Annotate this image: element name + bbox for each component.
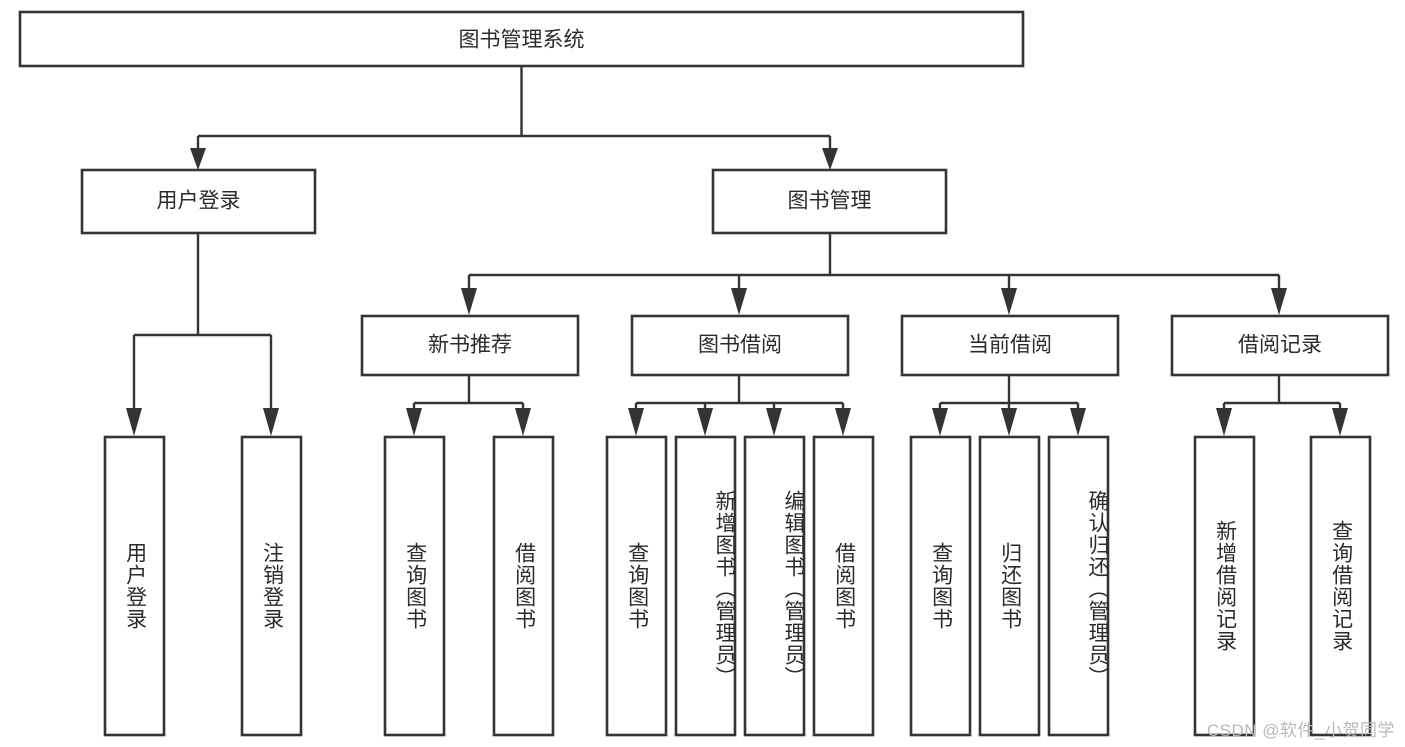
node-root[interactable]: 图书管理系统 <box>18 10 1025 68</box>
node-borrow-record[interactable]: 借阅记录 <box>1170 314 1390 377</box>
arrow-head-leaf-borrow-book-1 <box>515 408 531 436</box>
arrow-head-book-borrow <box>731 288 747 315</box>
arrow-head-leaf-logout <box>263 408 279 436</box>
arrow-head-leaf-return-book <box>1001 408 1017 436</box>
node-book-borrow-label: 图书借阅 <box>698 334 782 357</box>
watermark-text: CSDN @软件_小贺同学 <box>1206 721 1395 740</box>
node-leaf-add-record-box[interactable] <box>1193 435 1256 737</box>
node-leaf-return-book-box[interactable] <box>978 435 1041 737</box>
node-leaf-user-login-box[interactable] <box>103 435 166 737</box>
node-current-borrow-label: 当前借阅 <box>968 334 1052 357</box>
node-leaf-borrow-book-1-box[interactable] <box>492 435 555 737</box>
arrow-head-new-book-rec <box>461 288 477 315</box>
node-book-manage-box[interactable] <box>711 168 948 235</box>
arrow-head-leaf-query-record <box>1332 408 1348 436</box>
node-leaf-borrow-book-2-box[interactable] <box>812 435 875 737</box>
node-leaf-query-record-box[interactable] <box>1309 435 1372 737</box>
arrow-head-current-borrow <box>1001 288 1017 315</box>
node-leaf-logout-box[interactable] <box>240 435 303 737</box>
arrow-head-leaf-add-book <box>697 408 713 436</box>
node-borrow-record-box[interactable] <box>1170 314 1390 377</box>
node-user-login[interactable]: 用户登录 <box>80 168 317 235</box>
arrow-head-leaf-edit-book <box>766 408 782 436</box>
node-leaf-edit-book-box[interactable] <box>743 435 806 737</box>
node-book-manage[interactable]: 图书管理 <box>711 168 948 235</box>
arrow-head-leaf-add-record <box>1216 408 1232 436</box>
node-user-login-box[interactable] <box>80 168 317 235</box>
node-current-borrow[interactable]: 当前借阅 <box>900 314 1120 377</box>
connector-layer <box>126 66 1348 436</box>
node-book-borrow[interactable]: 图书借阅 <box>630 314 850 377</box>
node-root-box[interactable] <box>18 10 1025 68</box>
node-new-book-rec-box[interactable] <box>360 314 580 377</box>
arrow-head-leaf-borrow-book-2 <box>835 408 851 436</box>
node-leaf-query-book-3-box[interactable] <box>909 435 972 737</box>
arrow-head-borrow-record <box>1271 288 1287 315</box>
arrow-head-book-manage <box>822 148 838 170</box>
arrow-head-user-login <box>190 148 206 170</box>
arrow-head-leaf-query-book-2 <box>628 408 644 436</box>
arrow-head-leaf-confirm-return <box>1070 408 1086 436</box>
node-leaf-confirm-return-box[interactable] <box>1047 435 1110 737</box>
node-current-borrow-box[interactable] <box>900 314 1120 377</box>
arrow-head-leaf-query-book-1 <box>406 408 422 436</box>
node-user-login-label: 用户登录 <box>157 190 241 213</box>
node-new-book-rec-label: 新书推荐 <box>428 334 512 357</box>
node-book-borrow-box[interactable] <box>630 314 850 377</box>
node-leaf-query-book-1-box[interactable] <box>383 435 446 737</box>
node-leaf-query-book-2-box[interactable] <box>605 435 668 737</box>
arrow-head-leaf-user-login <box>126 408 142 436</box>
node-leaf-add-book-box[interactable] <box>674 435 737 737</box>
node-borrow-record-label: 借阅记录 <box>1238 334 1322 357</box>
node-new-book-rec[interactable]: 新书推荐 <box>360 314 580 377</box>
node-root-label: 图书管理系统 <box>459 29 585 52</box>
arrow-head-leaf-query-book-3 <box>932 408 948 436</box>
node-book-manage-label: 图书管理 <box>788 190 872 213</box>
